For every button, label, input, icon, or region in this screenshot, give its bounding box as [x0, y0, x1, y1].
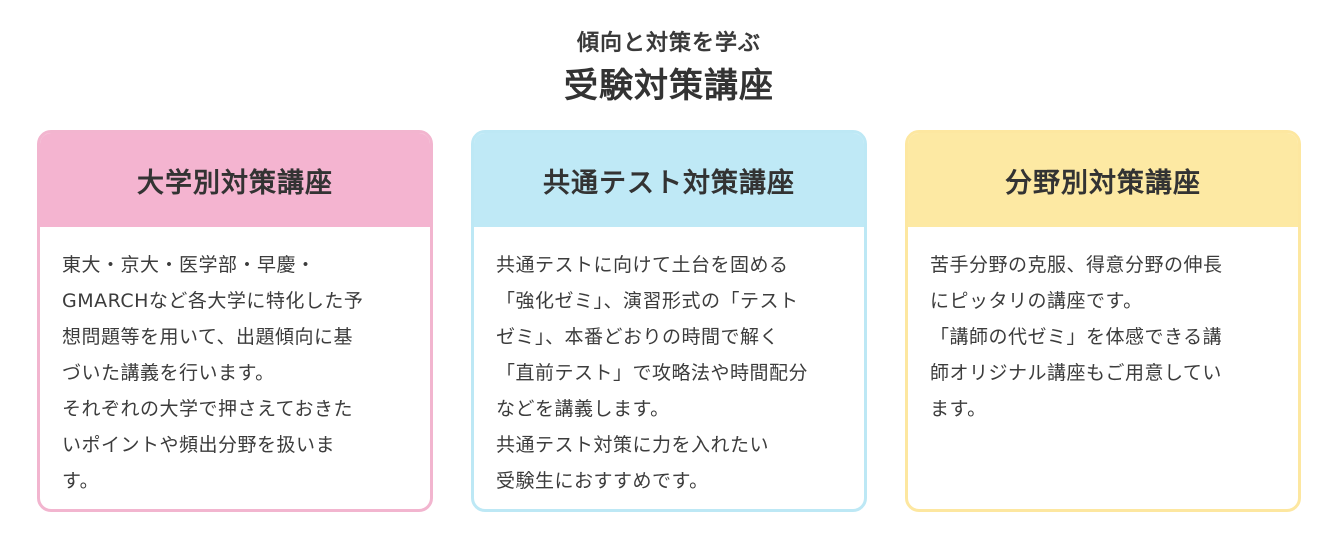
- card-subject-course: 分野別対策講座 苦手分野の克服、得意分野の伸長 にピッタリの講座です。 「講師の…: [905, 130, 1301, 512]
- card-title: 大学別対策講座: [40, 133, 430, 227]
- course-cards: 大学別対策講座 東大・京大・医学部・早慶・ GMARCHなど各大学に特化した予 …: [37, 130, 1301, 512]
- card-common-test-course: 共通テスト対策講座 共通テストに向けて土台を固める 「強化ゼミ」、演習形式の「テ…: [471, 130, 867, 512]
- card-description: 苦手分野の克服、得意分野の伸長 にピッタリの講座です。 「講師の代ゼミ」を体感で…: [930, 254, 1223, 420]
- card-university-course: 大学別対策講座 東大・京大・医学部・早慶・ GMARCHなど各大学に特化した予 …: [37, 130, 433, 512]
- card-title: 分野別対策講座: [908, 133, 1298, 227]
- section-title: 受験対策講座: [564, 66, 774, 106]
- section-subtitle: 傾向と対策を学ぶ: [576, 31, 761, 56]
- section-header: 傾向と対策を学ぶ 受験対策講座: [0, 30, 1338, 108]
- card-title: 共通テスト対策講座: [474, 133, 864, 227]
- card-description: 共通テストに向けて土台を固める 「強化ゼミ」、演習形式の「テスト ゼミ」、本番ど…: [496, 254, 809, 492]
- card-description: 東大・京大・医学部・早慶・ GMARCHなど各大学に特化した予 想問題等を用いて…: [62, 254, 364, 492]
